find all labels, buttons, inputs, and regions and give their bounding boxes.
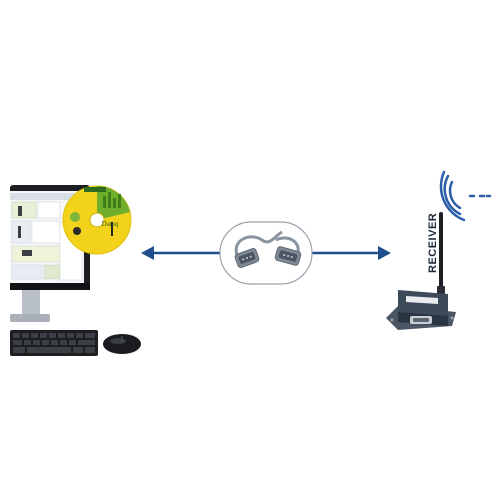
wireless-signal-icon	[439, 170, 492, 222]
serial-cable-icon	[219, 221, 313, 285]
monitor-icon	[10, 185, 90, 322]
mouse-icon	[103, 334, 141, 354]
receiver-label: RECEIVER	[427, 212, 439, 273]
keyboard-icon	[10, 330, 98, 356]
software-cd-icon	[62, 185, 132, 255]
wireless-receiver-icon	[386, 290, 456, 330]
left-arrow-icon	[141, 246, 220, 260]
right-arrow-icon	[312, 246, 391, 260]
cd-brand-text: Dataq	[101, 220, 119, 228]
